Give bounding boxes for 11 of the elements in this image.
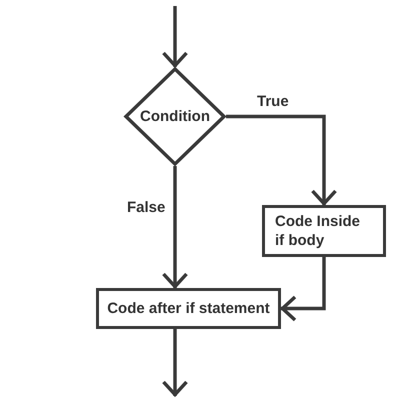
- flow-arrow: [162, 6, 188, 68]
- decision-text: Condition: [140, 107, 210, 126]
- process-box: [96, 288, 281, 329]
- flow-arrow: [226, 114, 338, 206]
- process-text: Code Inside if body: [275, 212, 362, 250]
- flow-arrow: [162, 166, 188, 288]
- flow-arrow: [280, 257, 326, 322]
- flow-arrow: [162, 329, 188, 396]
- decision-diamond: [124, 67, 226, 166]
- process-box: [262, 205, 386, 257]
- process-text: Code after if statement: [107, 299, 270, 318]
